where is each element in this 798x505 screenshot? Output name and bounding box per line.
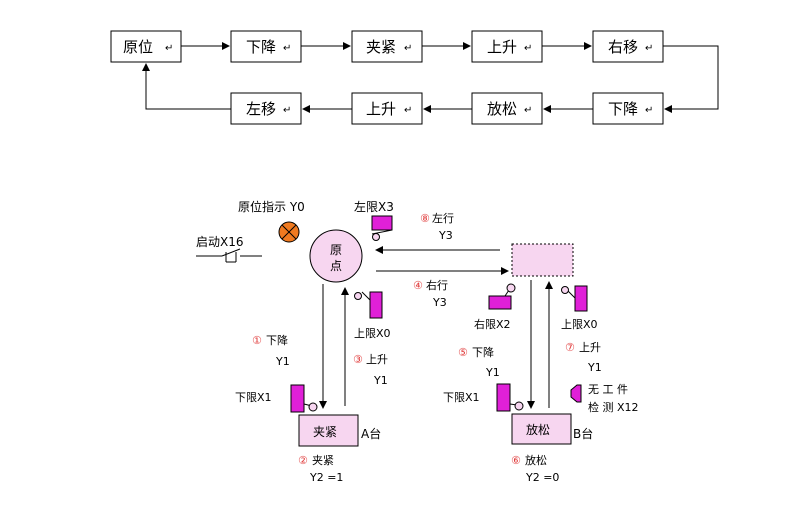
step-output: Y2 =0 [525, 471, 559, 484]
step-number: ③ [353, 353, 363, 366]
step-output: Y3 [432, 296, 447, 309]
limit-switch-icon [488, 283, 516, 310]
step-label: 夹紧 [312, 454, 334, 467]
no-workpiece-detect-label: 检 测 X12 [588, 400, 639, 414]
svg-text:↵: ↵ [645, 43, 653, 54]
upper-limit-left-label: 上限X0 [354, 327, 391, 340]
svg-text:↵: ↵ [524, 105, 532, 116]
step-label: 上升 [366, 353, 388, 366]
target-position [511, 243, 574, 277]
step-output: Y3 [438, 229, 453, 242]
svg-text:下降: 下降 [246, 38, 276, 56]
seq-box-up-2: 上升 ↵ [351, 92, 423, 125]
step-number: ② [298, 454, 308, 467]
step-number: ⑦ [565, 341, 575, 354]
start-switch-label: 启动X16 [196, 235, 244, 249]
limit-switch-icon [290, 384, 318, 413]
workpiece-sensor-icon [570, 384, 582, 403]
step-number: ⑧ [420, 212, 430, 225]
step-output: Y1 [485, 366, 500, 379]
svg-text:↵: ↵ [645, 105, 653, 116]
svg-text:点: 点 [330, 259, 342, 273]
seq-arrow-return [663, 45, 719, 113]
svg-text:右移: 右移 [608, 38, 638, 56]
machine-diagram: 原位指示 Y0 启动X16 原 点 左限X3 [196, 199, 639, 484]
seq-box-origin: 原位 ↵ [110, 30, 182, 63]
start-switch-icon [196, 248, 262, 263]
svg-text:↵: ↵ [165, 43, 173, 54]
step-label: 下降 [266, 333, 288, 347]
upper-limit-right-label: 上限X0 [561, 318, 598, 331]
table-b-label: B台 [573, 426, 593, 441]
seq-box-down-1: 下降 ↵ [230, 30, 302, 63]
step-label: 左行 [432, 212, 454, 225]
origin-point: 原 点 [309, 229, 363, 283]
table-a-clamp-box: 夹紧 [298, 414, 359, 447]
step-number: ⑤ [458, 346, 468, 359]
svg-text:放松: 放松 [526, 422, 550, 437]
svg-text:↵: ↵ [283, 43, 291, 54]
origin-indicator-label: 原位指示 Y0 [238, 199, 305, 214]
limit-switch-icon [561, 285, 588, 312]
step-number: ① [252, 334, 262, 347]
svg-text:上升: 上升 [366, 100, 396, 118]
left-limit-label: 左限X3 [354, 199, 394, 214]
step-number: ⑥ [511, 454, 521, 467]
indicator-lamp-icon [278, 221, 300, 243]
svg-text:↵: ↵ [404, 43, 412, 54]
step-number: ④ [413, 279, 423, 292]
step-label: 上升 [579, 341, 601, 354]
seq-box-up-1: 上升 ↵ [471, 30, 543, 63]
svg-text:放松: 放松 [487, 100, 517, 118]
svg-text:夹紧: 夹紧 [313, 425, 337, 439]
no-workpiece-label: 无 工 件 [588, 383, 628, 396]
step-output: Y1 [373, 374, 388, 387]
step-output: Y2 =1 [309, 471, 343, 484]
limit-switch-icon [496, 383, 524, 412]
step-label: 放松 [525, 453, 547, 467]
svg-text:↵: ↵ [283, 105, 291, 116]
step-output: Y1 [587, 361, 602, 374]
svg-text:左移: 左移 [246, 100, 276, 118]
right-limit-label: 右限X2 [474, 317, 511, 331]
lower-limit-left-label: 下限X1 [235, 391, 272, 404]
svg-text:上升: 上升 [487, 38, 517, 56]
svg-text:下降: 下降 [608, 100, 638, 118]
svg-text:原: 原 [330, 243, 342, 257]
svg-text:↵: ↵ [524, 43, 532, 54]
table-a-label: A台 [361, 426, 381, 441]
svg-text:夹紧: 夹紧 [366, 38, 396, 56]
seq-box-move-left: 左移 ↵ [230, 92, 302, 125]
limit-switch-icon [371, 215, 393, 241]
step-label: 右行 [426, 278, 448, 292]
limit-switch-icon [354, 291, 383, 319]
lower-limit-right-label: 下限X1 [443, 391, 480, 404]
seq-box-release: 放松 ↵ [471, 92, 543, 125]
seq-arrow-loop [142, 63, 231, 110]
seq-box-move-right: 右移 ↵ [592, 30, 664, 63]
table-b-release-box: 放松 [511, 413, 572, 445]
svg-text:原位: 原位 [123, 38, 153, 56]
sequence-flowchart: 原位 ↵ 下降 ↵ 夹紧 ↵ 上升 ↵ 右移 ↵ 左移 ↵ [110, 30, 719, 125]
step-label: 下降 [472, 345, 494, 359]
step-output: Y1 [275, 355, 290, 368]
seq-box-down-2: 下降 ↵ [592, 92, 664, 125]
seq-box-clamp: 夹紧 ↵ [351, 30, 423, 63]
svg-text:↵: ↵ [404, 105, 412, 116]
